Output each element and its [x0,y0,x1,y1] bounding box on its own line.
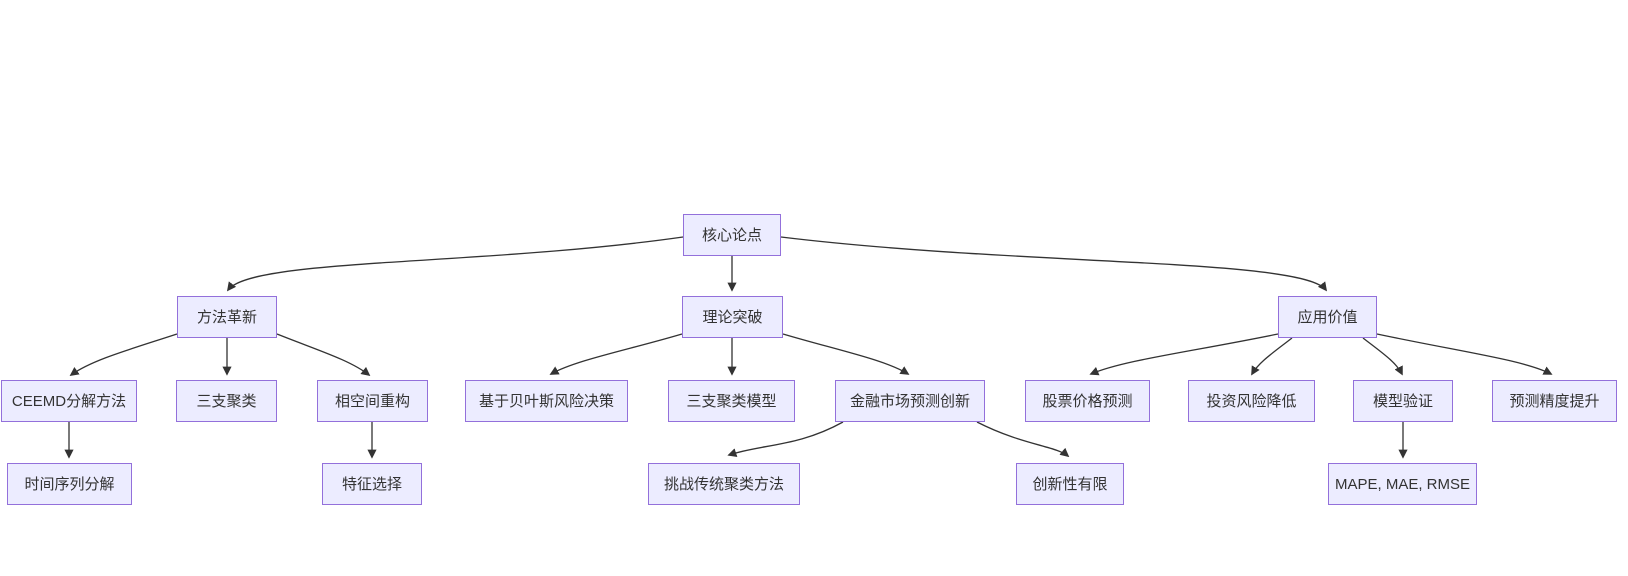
node-investment-risk-reduction: 投资风险降低 [1188,380,1315,422]
node-bayesian-risk-decision: 基于贝叶斯风险决策 [465,380,628,422]
node-core-thesis: 核心论点 [683,214,781,256]
edge-application-value-to-investment-risk-reduction [1251,337,1293,376]
node-time-series-decomposition: 时间序列分解 [7,463,132,505]
edge-application-value-to-forecast-accuracy-improvement [1376,333,1553,375]
node-ceemd-decomposition: CEEMD分解方法 [1,380,137,422]
node-phase-space-reconstruction: 相空间重构 [317,380,428,422]
edge-application-value-to-model-validation [1362,337,1403,376]
node-theory-breakthrough: 理论突破 [682,296,783,338]
edge-theory-breakthrough-to-financial-market-forecast-innovation [782,333,910,375]
edge-financial-market-forecast-innovation-to-challenge-traditional-clustering [727,421,844,457]
node-feature-selection: 特征选择 [322,463,422,505]
edge-method-innovation-to-ceemd-decomposition [69,333,178,376]
node-application-value: 应用价值 [1278,296,1377,338]
node-challenge-traditional-clustering: 挑战传统聚类方法 [648,463,800,505]
node-stock-price-prediction: 股票价格预测 [1025,380,1150,422]
edge-financial-market-forecast-innovation-to-limited-novelty [976,421,1070,458]
node-three-way-clustering-model: 三支聚类模型 [668,380,795,422]
node-financial-market-forecast-innovation: 金融市场预测创新 [835,380,985,422]
edge-core-thesis-to-method-innovation [226,236,684,292]
node-forecast-accuracy-improvement: 预测精度提升 [1492,380,1617,422]
node-method-innovation: 方法革新 [177,296,277,338]
node-limited-novelty: 创新性有限 [1016,463,1124,505]
node-mape-mae-rmse: MAPE, MAE, RMSE [1328,463,1477,505]
node-model-validation: 模型验证 [1353,380,1453,422]
edge-theory-breakthrough-to-bayesian-risk-decision [549,333,683,375]
edge-method-innovation-to-phase-space-reconstruction [276,333,371,377]
edge-application-value-to-stock-price-prediction [1089,333,1279,376]
edge-core-thesis-to-application-value [780,236,1328,292]
node-three-way-clustering: 三支聚类 [176,380,277,422]
